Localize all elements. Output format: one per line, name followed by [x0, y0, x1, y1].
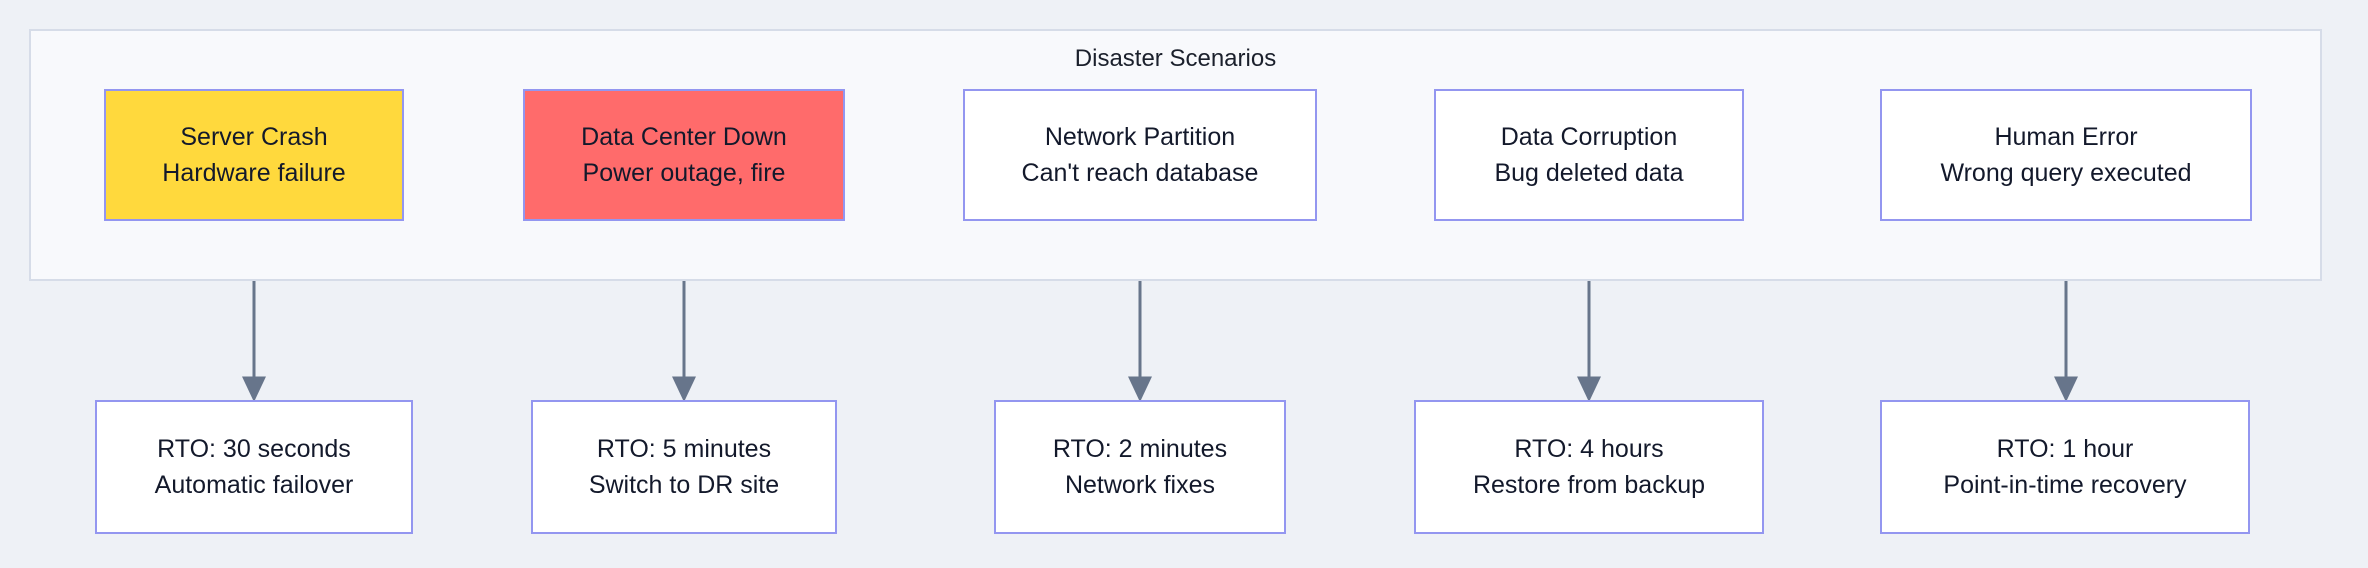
node-label-secondary: Bug deleted data — [1494, 159, 1684, 187]
node-label-secondary: Power outage, fire — [582, 159, 786, 187]
node-label-primary: RTO: 5 minutes — [596, 435, 772, 463]
node-label-secondary: Restore from backup — [1472, 471, 1706, 499]
node-label-primary: RTO: 4 hours — [1514, 435, 1664, 463]
node-label-secondary: Hardware failure — [162, 159, 346, 187]
node-label-secondary: Can't reach database — [1021, 159, 1259, 187]
node-label-primary: RTO: 2 minutes — [1052, 435, 1228, 463]
node-label-primary: Data Center Down — [581, 123, 787, 151]
node-label-primary: RTO: 30 seconds — [157, 435, 351, 463]
node-label-secondary: Point-in-time recovery — [1943, 471, 2187, 499]
node-label-secondary: Automatic failover — [154, 471, 354, 499]
node-label-primary: RTO: 1 hour — [1996, 435, 2134, 463]
node-label-primary: Human Error — [1994, 123, 2138, 151]
node-label-primary: Server Crash — [180, 123, 328, 151]
node-label-secondary: Network fixes — [1064, 471, 1216, 499]
subgraph-title: Disaster Scenarios — [1074, 45, 1277, 72]
node-label-primary: Data Corruption — [1500, 123, 1678, 151]
node-label-secondary: Wrong query executed — [1940, 159, 2192, 187]
node-label-primary: Network Partition — [1044, 123, 1236, 151]
node-label-secondary: Switch to DR site — [588, 471, 780, 499]
